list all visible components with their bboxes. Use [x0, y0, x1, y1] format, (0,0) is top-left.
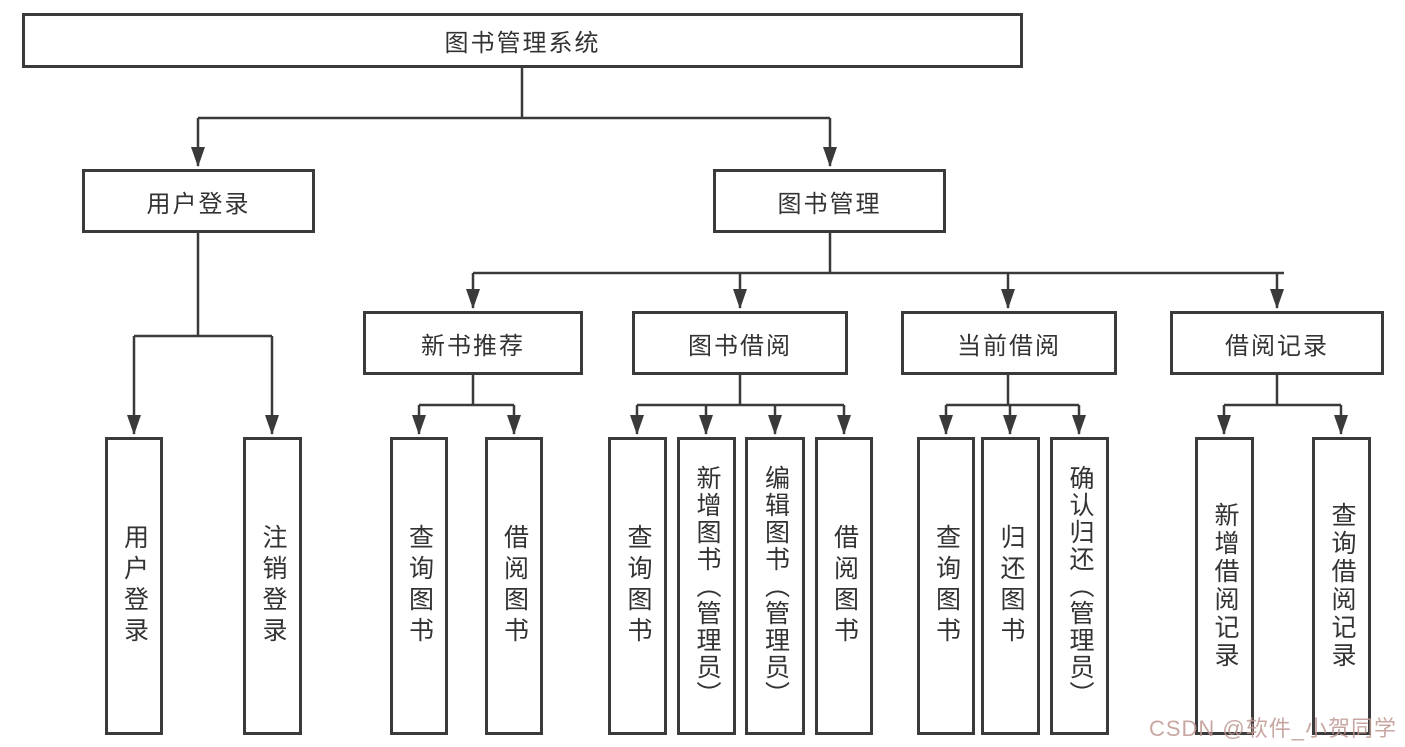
node-new-book-recommend-label: 新书推荐	[421, 332, 525, 360]
node-root-label: 图书管理系统	[444, 30, 601, 57]
leaf-add-book-admin: 新增图书（管理员）	[677, 437, 736, 735]
node-book-management-label: 图书管理	[777, 190, 882, 218]
leaf-logout: 注销登录	[243, 437, 302, 735]
node-current-borrow-label: 当前借阅	[957, 332, 1061, 360]
leaf-return-book: 归还图书	[981, 437, 1040, 735]
leaf-edit-book-admin: 编辑图书（管理员）	[745, 437, 805, 735]
node-current-borrow: 当前借阅	[901, 311, 1117, 375]
node-user-login: 用户登录	[82, 169, 315, 233]
leaf-confirm-return-admin: 确认归还（管理员）	[1050, 437, 1109, 735]
node-new-book-recommend: 新书推荐	[363, 311, 583, 375]
node-book-borrow-label: 图书借阅	[688, 332, 792, 360]
node-root: 图书管理系统	[22, 13, 1023, 68]
node-book-borrow: 图书借阅	[632, 311, 848, 375]
leaf-query-books-current-label: 查询图书	[932, 524, 961, 648]
leaf-query-borrow-record: 查询借阅记录	[1312, 437, 1371, 735]
node-borrow-records: 借阅记录	[1170, 311, 1384, 375]
leaf-user-login-label: 用户登录	[120, 524, 149, 648]
leaf-query-books-recommend: 查询图书	[390, 437, 448, 735]
leaf-add-borrow-record: 新增借阅记录	[1195, 437, 1254, 735]
leaf-query-borrow-record-label: 查询借阅记录	[1328, 502, 1356, 670]
node-user-login-label: 用户登录	[146, 190, 251, 218]
leaf-query-books-current: 查询图书	[917, 437, 975, 735]
leaf-user-login: 用户登录	[105, 437, 163, 735]
watermark-text: CSDN @软件_小贺同学	[1148, 716, 1397, 741]
leaf-borrow-books-label: 借阅图书	[830, 524, 859, 648]
leaf-borrow-books-recommend: 借阅图书	[485, 437, 543, 735]
leaf-logout-label: 注销登录	[259, 524, 287, 648]
leaf-add-book-admin-label: 新增图书（管理员）	[693, 464, 721, 708]
node-borrow-records-label: 借阅记录	[1225, 332, 1329, 360]
leaf-query-books-borrow-label: 查询图书	[624, 524, 652, 648]
leaf-add-borrow-record-label: 新增借阅记录	[1211, 502, 1239, 670]
node-book-management: 图书管理	[713, 169, 946, 233]
leaf-borrow-books: 借阅图书	[815, 437, 873, 735]
leaf-query-books-borrow: 查询图书	[608, 437, 667, 735]
leaf-confirm-return-admin-label: 确认归还（管理员）	[1066, 464, 1094, 708]
leaf-return-book-label: 归还图书	[997, 524, 1025, 648]
leaf-borrow-books-recommend-label: 借阅图书	[500, 524, 529, 648]
leaf-query-books-recommend-label: 查询图书	[405, 524, 434, 648]
leaf-edit-book-admin-label: 编辑图书（管理员）	[761, 464, 790, 708]
